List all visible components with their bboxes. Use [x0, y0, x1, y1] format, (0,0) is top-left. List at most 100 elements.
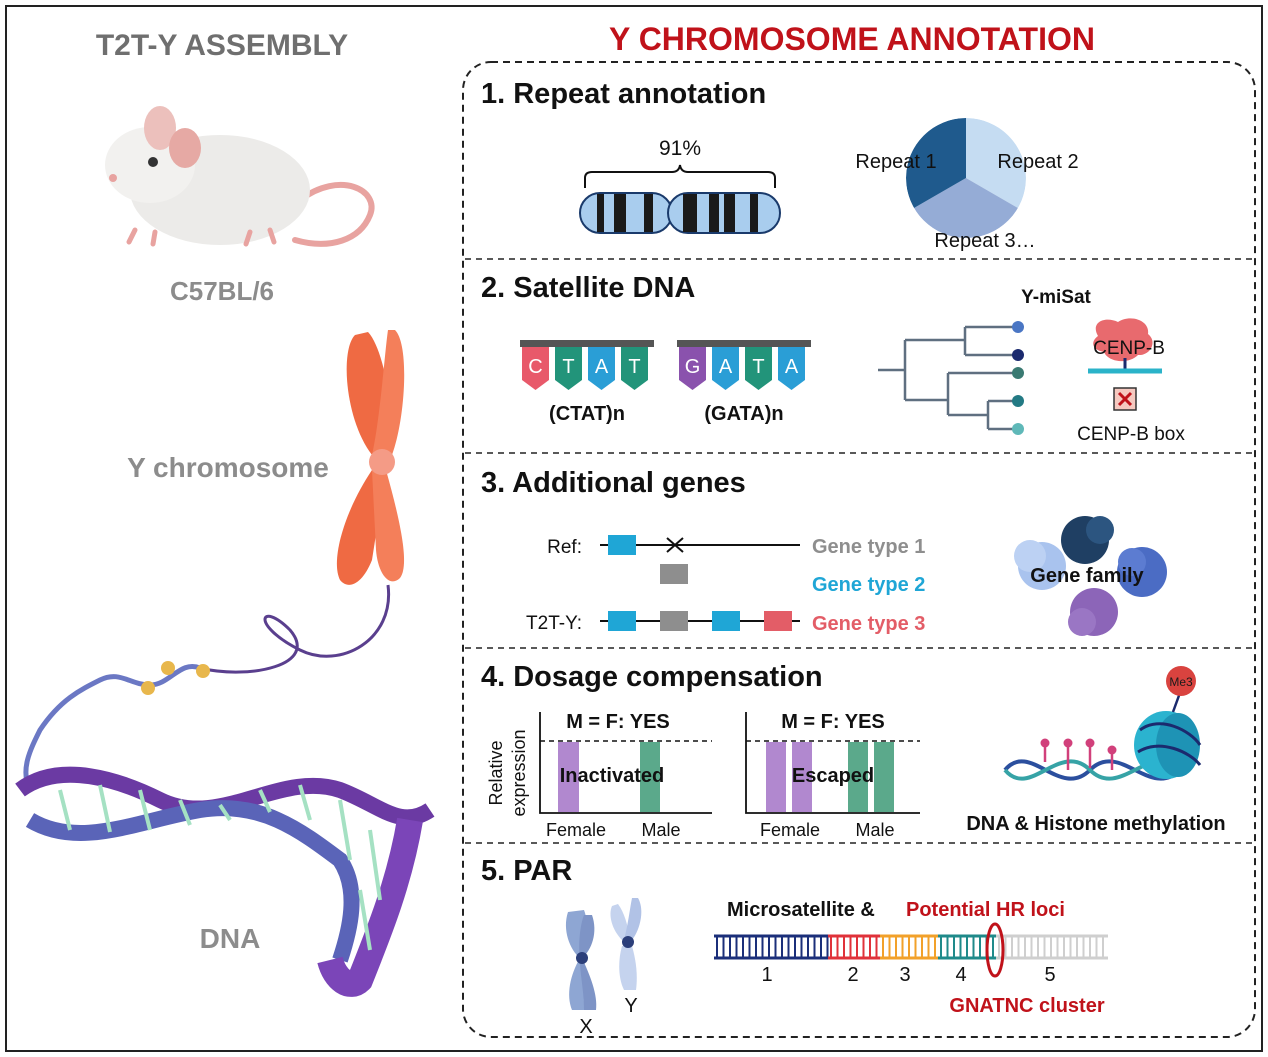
- y-chromosome-icon: [610, 898, 642, 990]
- gata-label: (GATA)n: [704, 403, 783, 425]
- nucleotide-letter: A: [595, 356, 609, 378]
- microsatellite-label: Microsatellite &: [727, 899, 875, 921]
- t2t-gene-track: [600, 611, 800, 631]
- section-3-heading: 3. Additional genes: [481, 467, 746, 499]
- pie-slice-1: [966, 118, 1026, 208]
- nucleotide-tag-t: [555, 347, 582, 390]
- gene-family-proteins: [1014, 516, 1167, 636]
- ref-gene-type2-block: [608, 535, 636, 555]
- section-5-heading: 5. PAR: [481, 855, 572, 887]
- plot-2-female-bar-1: [766, 742, 786, 812]
- t2t-gene-type3-block: [764, 611, 792, 631]
- nucleotide-letter: C: [528, 356, 542, 378]
- nucleotide-letter: G: [685, 356, 701, 378]
- nucleotide-letter: T: [562, 356, 574, 378]
- gene-type-1-label: Gene type 1: [812, 536, 925, 558]
- plot-2-text: Escaped: [792, 765, 874, 787]
- y-chromosome-illustration: [199, 330, 405, 674]
- methylation-illustration: [1003, 666, 1202, 781]
- tree-tip-5: [1012, 423, 1024, 435]
- inserted-gene-type1-block: [660, 564, 688, 584]
- t2t-gene-type2-block-a: [608, 611, 636, 631]
- plot-2-male-bar-1: [848, 742, 868, 812]
- ylabel-line-2: expression: [509, 729, 529, 816]
- right-title: Y CHROMOSOME ANNOTATION: [609, 21, 1095, 57]
- outer-frame: [5, 5, 1263, 1052]
- plot-2-male-bar-2: [874, 742, 894, 812]
- section-1-heading: 1. Repeat annotation: [481, 78, 766, 110]
- t2t-gene-type2-block-b: [712, 611, 740, 631]
- plot-1-female-label: Female: [546, 820, 606, 840]
- ref-gene-track: [600, 535, 800, 555]
- nucleotide-letter: T: [752, 356, 764, 378]
- ylabel-line-1: Relative: [486, 740, 506, 805]
- segment-label-4: 4: [955, 964, 966, 986]
- left-title: T2T-Y ASSEMBLY: [96, 29, 348, 62]
- nucleotide-letter: A: [719, 356, 733, 378]
- y-label: Y: [624, 995, 637, 1017]
- plot-2-axes: [745, 712, 920, 814]
- plot-2-female-bar-2: [792, 742, 812, 812]
- nucleotide-letter: A: [785, 356, 799, 378]
- nucleotide-tag-t: [745, 347, 772, 390]
- nucleotide-tag-a: [712, 347, 739, 390]
- plot-1-male-label: Male: [641, 820, 680, 840]
- segment-label-2: 2: [847, 964, 858, 986]
- plot-1-male-bar: [640, 742, 660, 812]
- pie-slice-3: [906, 118, 966, 208]
- ctat-label: (CTAT)n: [549, 403, 625, 425]
- chromosome-bar: [579, 192, 781, 234]
- hr-loci-label: Potential HR loci: [906, 899, 1065, 921]
- nucleotide-tag-t: [621, 347, 648, 390]
- segment-label-5: 5: [1044, 964, 1055, 986]
- pie-label-2: Repeat 2: [997, 151, 1078, 173]
- gene-type-2-label: Gene type 2: [812, 574, 925, 596]
- gene-type-3-label: Gene type 3: [812, 613, 925, 635]
- tree-title: Y-miSat: [1021, 287, 1091, 308]
- ref-label: Ref:: [547, 537, 582, 558]
- cenpb-protein: [1088, 318, 1162, 374]
- plot-2-title: M = F: YES: [781, 711, 885, 733]
- section-4-heading: 4. Dosage compensation: [481, 661, 823, 693]
- repeat-percent: 91%: [659, 137, 701, 160]
- sequence-backbone: [677, 340, 811, 347]
- repeat-pie: [906, 118, 1026, 238]
- hr-locus-marker: [985, 922, 1005, 978]
- nucleotide-tag-a: [588, 347, 615, 390]
- segment-label-3: 3: [899, 964, 910, 986]
- plot-1-title: M = F: YES: [566, 711, 670, 733]
- x-chromosome-icon: [565, 910, 597, 1010]
- mouse-illustration: [105, 106, 375, 247]
- cenpb-box-label: CENP-B box: [1077, 424, 1185, 445]
- annotation-box: [462, 61, 1256, 1038]
- tree-tip-3: [1012, 367, 1024, 379]
- dna-label: DNA: [200, 923, 261, 954]
- nucleotide-letter: T: [628, 356, 640, 378]
- cenpb-blocked-icon: [1113, 387, 1137, 411]
- pie-label-3: Repeat 3…: [934, 230, 1035, 252]
- chromosome-label: Y chromosome: [127, 452, 329, 483]
- plot-1-female-bar: [558, 742, 579, 812]
- strain-label: C57BL/6: [170, 276, 274, 306]
- me3-badge: Me3: [1169, 675, 1193, 689]
- x-label: X: [579, 1016, 592, 1038]
- methylation-label: DNA & Histone methylation: [966, 813, 1225, 835]
- gene-family-label: Gene family: [1030, 565, 1144, 587]
- section-2-heading: 2. Satellite DNA: [481, 272, 695, 304]
- segment-label-1: 1: [761, 964, 772, 986]
- pie-slice-2: [914, 178, 1018, 238]
- gnatnc-cluster-label: GNATNC cluster: [949, 995, 1104, 1017]
- tree-tip-2: [1012, 349, 1024, 361]
- tree-tip-1: [1012, 321, 1024, 333]
- plot-2-male-label: Male: [855, 820, 894, 840]
- t2t-label: T2T-Y:: [526, 613, 582, 634]
- plot-1-axes: [539, 712, 712, 814]
- tree-tip-4: [1012, 395, 1024, 407]
- pie-label-1: Repeat 1: [855, 151, 936, 173]
- nucleotide-tag-a: [778, 347, 805, 390]
- plot-1-text: Inactivated: [560, 765, 664, 787]
